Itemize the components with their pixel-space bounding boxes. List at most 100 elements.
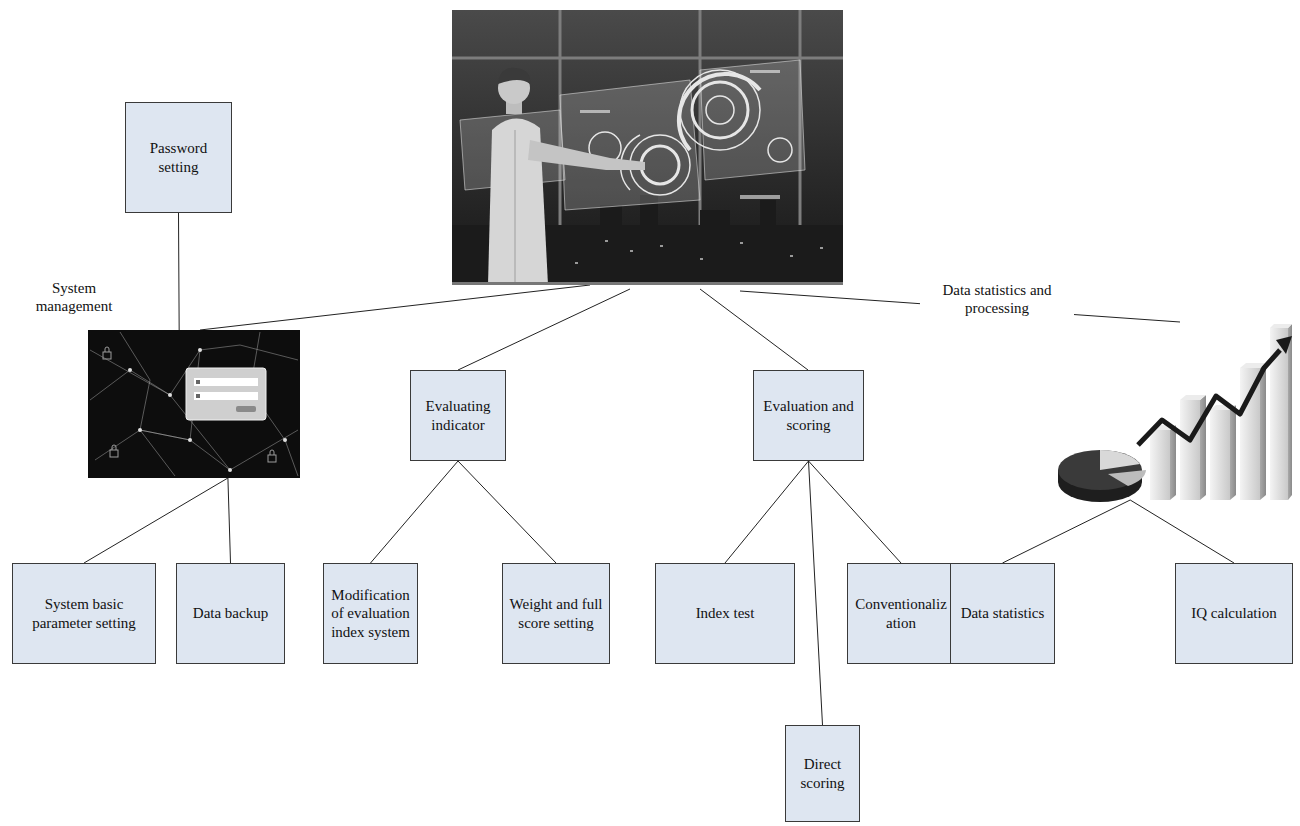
- connector-line: [809, 461, 823, 725]
- art-polygon: [1276, 336, 1292, 354]
- art-polygon: [700, 60, 805, 180]
- art-path: [1100, 450, 1140, 470]
- box-label: Data backup: [193, 604, 268, 622]
- art-line: [700, 289, 808, 370]
- connector-line: [809, 461, 902, 563]
- process-box: Data statistics: [950, 563, 1055, 664]
- art-circle: [692, 82, 748, 138]
- art-polygon: [560, 80, 700, 210]
- connector-line: [178, 213, 180, 330]
- box-label: Index test: [696, 604, 755, 622]
- connector-line: [84, 478, 228, 563]
- art-polyline: [120, 332, 175, 476]
- art-rect: [110, 450, 118, 457]
- art-g: [103, 347, 276, 462]
- art-g: [128, 348, 287, 472]
- art-circle: [188, 438, 192, 442]
- art-circle: [641, 146, 679, 184]
- picture-label: Data statistics and processing: [920, 280, 1074, 319]
- art-path: [1108, 470, 1146, 486]
- connector-line: [1130, 500, 1234, 563]
- art-rect: [1210, 410, 1230, 500]
- art-circle: [198, 348, 202, 352]
- art-path: [105, 347, 109, 352]
- picture-node: Data statistics and processing: [1055, 320, 1290, 500]
- art-polygon: [1180, 395, 1206, 400]
- art-rect: [600, 205, 622, 235]
- central-photo: [452, 10, 843, 285]
- art-rect: [740, 195, 780, 199]
- art-polygon: [1270, 324, 1292, 328]
- art-rect: [790, 255, 793, 257]
- person-figure: [488, 68, 645, 285]
- art-circle: [138, 428, 142, 432]
- art-rect: [1240, 368, 1260, 500]
- art-polyline: [95, 430, 298, 470]
- picture-label: System management: [26, 278, 122, 317]
- art-line: [452, 57, 843, 60]
- box-label: IQ calculation: [1191, 604, 1276, 622]
- art-rect: [452, 282, 843, 285]
- art-rect: [820, 247, 823, 249]
- art-circle: [706, 96, 734, 124]
- connector-line: [1003, 500, 1131, 563]
- login-panel: [186, 368, 266, 420]
- art-polygon: [1170, 425, 1176, 500]
- art-rect: [186, 368, 266, 420]
- art-circle: [228, 468, 232, 472]
- art-g: [575, 240, 823, 264]
- art-path: [498, 68, 530, 84]
- art-path: [528, 140, 645, 170]
- art-rect: [740, 242, 743, 244]
- connector-line: [371, 461, 459, 563]
- picture-node: System management: [88, 330, 300, 478]
- art-rect: [196, 394, 200, 398]
- art-path: [679, 74, 760, 150]
- art-rect: [194, 378, 258, 386]
- art-rect: [700, 258, 703, 260]
- art-rect: [103, 352, 111, 359]
- art-rect: [700, 210, 730, 235]
- art-rect: [580, 110, 610, 113]
- process-box: Modification of evaluation index system: [323, 563, 418, 664]
- art-rect: [660, 245, 663, 247]
- art-rect: [452, 10, 843, 285]
- process-box: System basic parameter setting: [12, 563, 156, 664]
- art-path: [112, 445, 116, 450]
- statistics-picture: [1058, 324, 1292, 502]
- art-circle: [168, 393, 172, 397]
- art-rect: [630, 250, 633, 252]
- art-polygon: [1260, 363, 1266, 500]
- process-box: Evaluation and scoring: [753, 370, 864, 461]
- art-line: [458, 289, 630, 370]
- art-rect: [1180, 400, 1200, 500]
- process-box: Password setting: [125, 102, 232, 213]
- art-rect: [236, 406, 256, 412]
- art-polygon: [1230, 405, 1236, 500]
- connector-line: [458, 461, 556, 563]
- box-label: Data statistics: [961, 604, 1045, 622]
- box-label: Evaluating indicator: [416, 397, 500, 434]
- art-rect: [88, 330, 300, 478]
- art-rect: [605, 240, 608, 242]
- art-g: [589, 70, 792, 195]
- box-label: Conventionalization: [853, 595, 949, 632]
- box-label: Weight and full score setting: [508, 595, 604, 632]
- art-rect: [194, 392, 258, 400]
- connector-line: [725, 461, 809, 563]
- art-polyline: [1138, 350, 1280, 445]
- process-box: IQ calculation: [1175, 563, 1293, 664]
- pie-chart: [1058, 450, 1146, 502]
- process-box: Weight and full score setting: [502, 563, 610, 664]
- box-label: Password setting: [131, 139, 226, 176]
- process-box: Direct scoring: [785, 725, 860, 822]
- box-label: Modification of evaluation index system: [329, 586, 412, 641]
- art-line: [200, 285, 590, 330]
- connector-line: [228, 478, 231, 563]
- process-box: Evaluating indicator: [410, 370, 506, 461]
- security-picture: [88, 330, 300, 478]
- art-polygon: [1288, 324, 1292, 500]
- art-g: [580, 70, 780, 199]
- process-box: Index test: [655, 563, 795, 664]
